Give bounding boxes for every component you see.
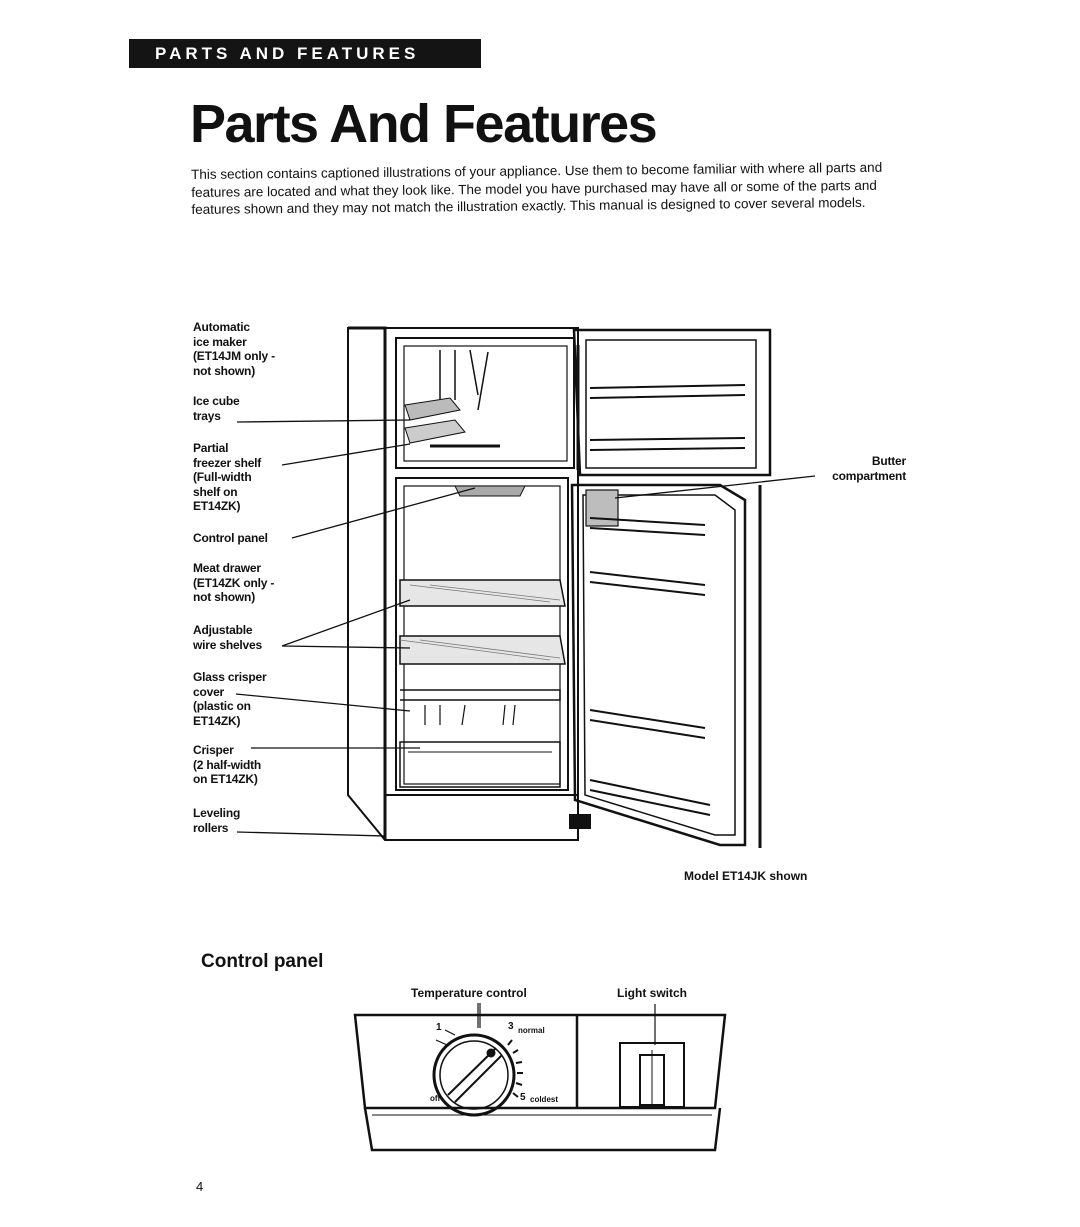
- callout-ice-cube-trays: Ice cube trays: [193, 394, 240, 423]
- callout-partial-freezer-shelf: Partial freezer shelf (Full-width shelf …: [193, 441, 262, 513]
- temperature-control-label: Temperature control: [411, 986, 527, 1000]
- callout-crisper-cover: Glass crisper cover (plastic on ET14ZK): [193, 670, 267, 728]
- callout-meat-drawer: Meat drawer (ET14ZK only - not shown): [193, 561, 275, 604]
- dial-mark-3: 3: [508, 1021, 514, 1032]
- callout-butter-compartment: Butter compartment: [832, 454, 906, 483]
- intro-paragraph: This section contains captioned illustra…: [191, 159, 883, 217]
- callout-adjustable-shelves: Adjustable wire shelves: [193, 623, 262, 652]
- dial-label-off: off: [430, 1094, 441, 1103]
- section-header-bar: PARTS AND FEATURES: [129, 39, 481, 68]
- dial-label-normal: normal: [518, 1026, 545, 1035]
- page-number: 4: [196, 1179, 204, 1194]
- page-title: Parts And Features: [190, 94, 658, 154]
- dial-mark-5: 5: [520, 1092, 526, 1103]
- callout-control-panel: Control panel: [193, 531, 268, 545]
- callout-ice-maker: Automatic ice maker (ET14JM only - not s…: [193, 320, 275, 378]
- dial-mark-1: 1: [436, 1022, 442, 1033]
- figure-caption: Model ET14JK shown: [684, 869, 808, 883]
- callout-leveling-rollers: Leveling rollers: [193, 806, 241, 835]
- control-panel-heading: Control panel: [201, 951, 324, 972]
- callout-crisper: Crisper (2 half-width on ET14ZK): [193, 743, 262, 786]
- light-switch-label: Light switch: [617, 986, 687, 1000]
- dial-label-coldest: coldest: [530, 1095, 559, 1104]
- section-header-label: PARTS AND FEATURES: [155, 44, 420, 63]
